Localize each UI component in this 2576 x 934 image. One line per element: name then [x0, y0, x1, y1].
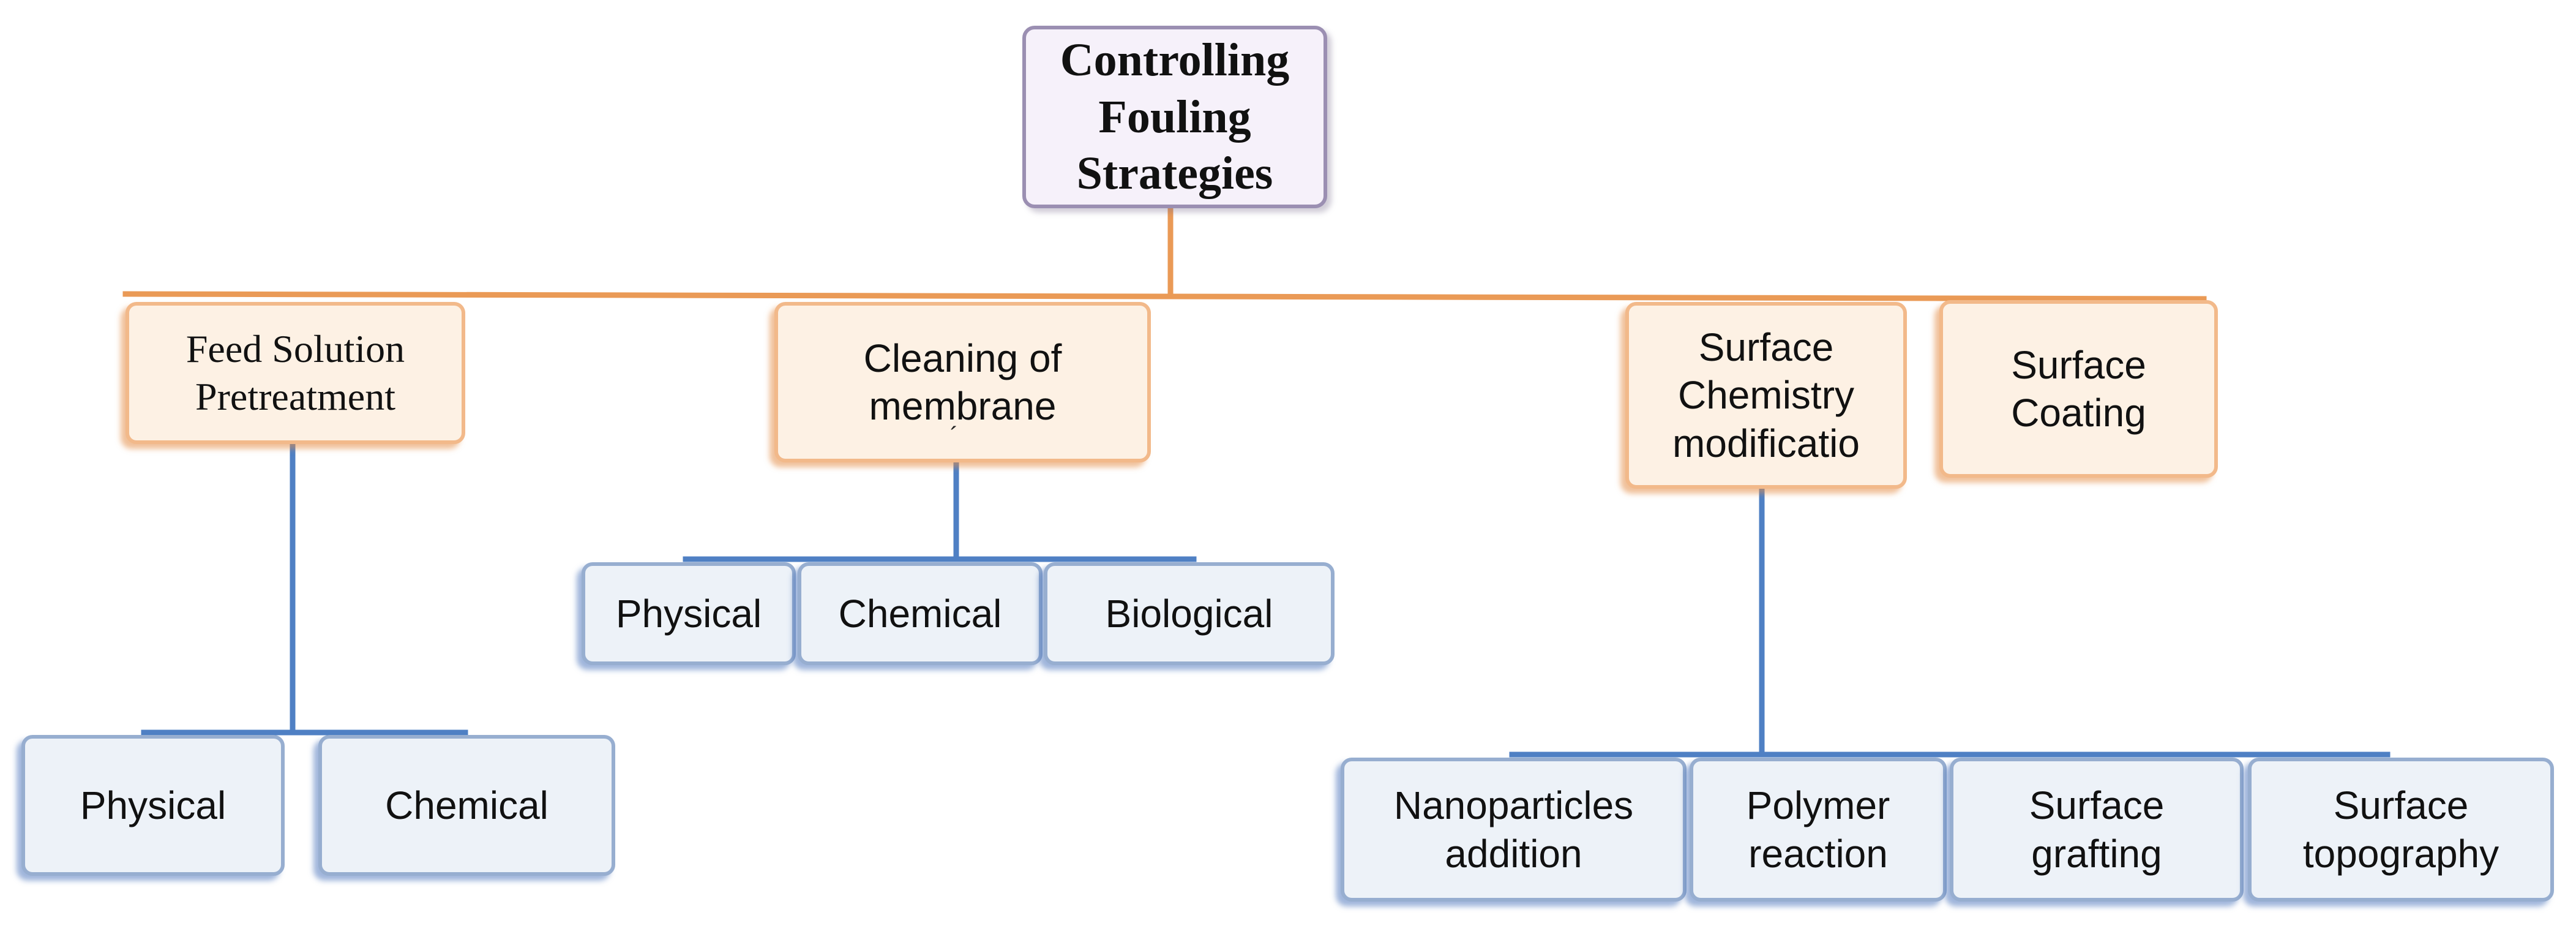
node-cleaning-of-membrane: Cleaning of membrane [774, 302, 1151, 462]
node-cleaning-biological: Biological [1044, 562, 1335, 665]
root-node: Controlling Fouling Strategies [1022, 26, 1327, 208]
node-cleaning-chemical: Chemical [798, 562, 1043, 665]
node-feed-physical: Physical [21, 735, 285, 876]
node-feed-chemical: Chemical [318, 735, 615, 876]
stray-mark: ´ [950, 423, 959, 450]
node-surface-grafting: Surface grafting [1950, 758, 2244, 902]
node-polymer-reaction: Polymer reaction [1690, 758, 1947, 902]
node-surface-coating: Surface Coating [1939, 300, 2218, 478]
node-surface-chemistry-modification: Surface Chemistry modificatio [1625, 302, 1907, 489]
node-cleaning-physical: Physical [582, 562, 796, 665]
node-nanoparticles-addition: Nanoparticles addition [1341, 758, 1687, 902]
node-feed-solution-pretreatment: Feed Solution Pretreatment [125, 302, 465, 444]
node-surface-topography: Surface topography [2248, 758, 2554, 902]
level1-connector-bar [122, 291, 2207, 302]
